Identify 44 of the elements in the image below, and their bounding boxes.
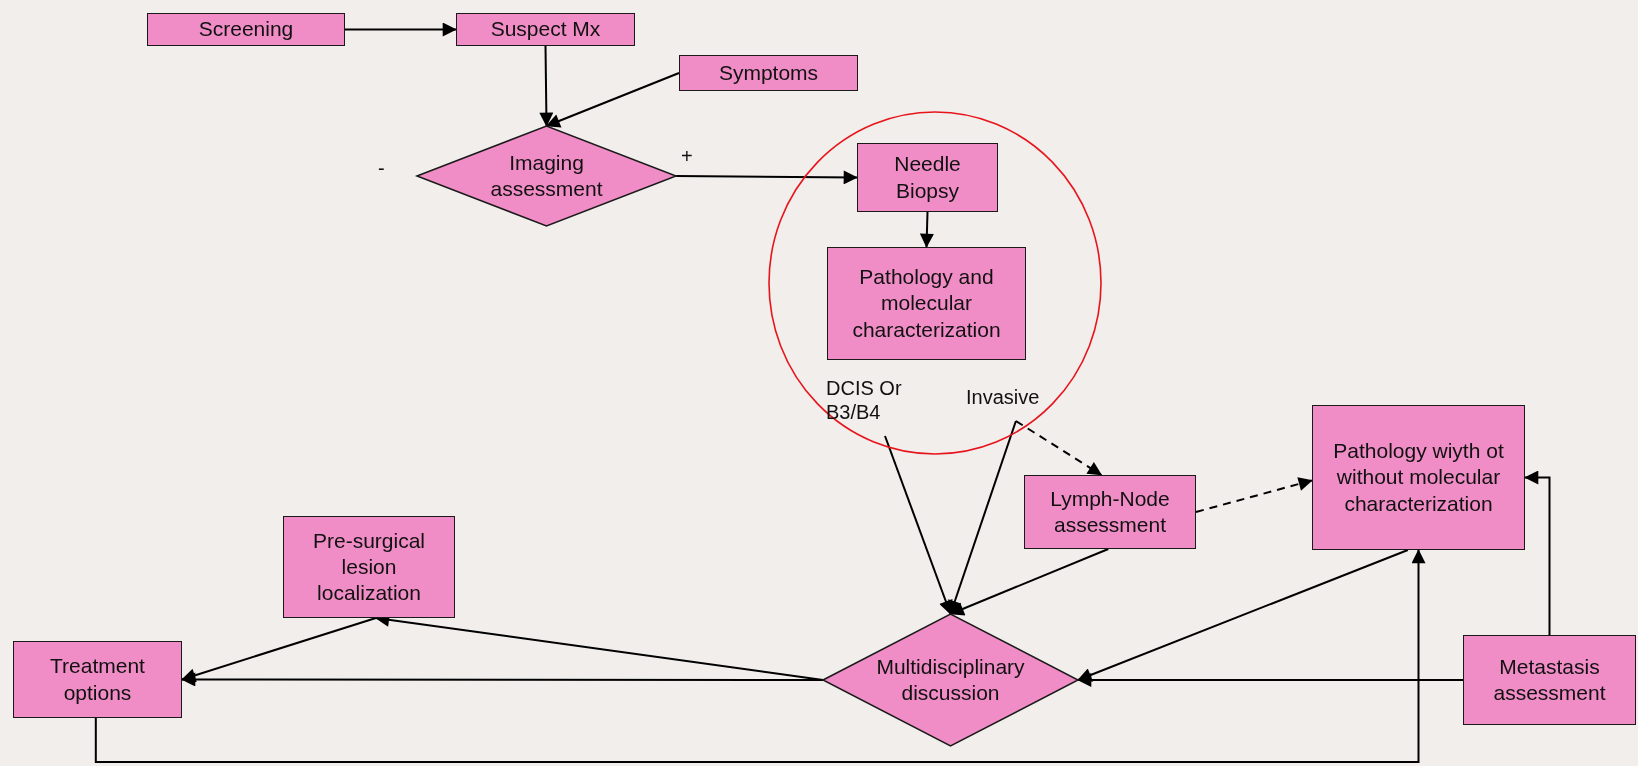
process-box: [679, 55, 858, 91]
dashed-arrow: [1014, 420, 1103, 476]
decision-diamond: [823, 614, 1078, 746]
process-box: [147, 13, 345, 46]
dashed-arrow: [1195, 477, 1313, 513]
box-label: Treatment options: [49, 653, 146, 706]
highlight-circle: [768, 111, 1102, 455]
process-box: [1463, 635, 1636, 725]
arrow: [344, 22, 457, 37]
box-label: Imaging assessment: [489, 149, 604, 202]
box-label: Metastasis assessment: [1492, 653, 1607, 706]
box-label: Symptoms: [718, 59, 819, 86]
decision-diamond: [417, 126, 676, 226]
branch-label: DCIS Or B3/B4: [826, 376, 926, 426]
arrow: [1524, 470, 1551, 636]
arrow: [181, 672, 824, 687]
arrow: [181, 617, 377, 683]
process-box: [456, 13, 635, 46]
arrow: [539, 45, 554, 127]
branch-sign: -: [378, 158, 385, 178]
box-label: Lymph-Node assessment: [1049, 485, 1171, 538]
arrow: [545, 72, 680, 128]
box-label: Pre-surgical lesion localization: [311, 527, 426, 607]
box-label: Screening: [198, 16, 294, 43]
arrow: [1077, 549, 1409, 682]
box-label: Pathology wiyth ot without molecular characterization: [1332, 438, 1505, 517]
branch-label: Invasive: [966, 385, 1062, 415]
process-box: [857, 143, 998, 212]
process-box: [1024, 475, 1196, 549]
arrow: [919, 211, 934, 248]
process-box: [283, 516, 455, 618]
box-label: Pathology and molecular characterization: [851, 264, 1002, 343]
arrow: [884, 435, 953, 615]
arrow: [1077, 673, 1464, 687]
box-label: Multidisciplinary discussion: [875, 653, 1026, 706]
arrow: [948, 420, 1017, 615]
process-box: [1312, 405, 1525, 550]
process-box: [827, 247, 1026, 360]
box-label: Needle Biopsy: [893, 151, 962, 204]
process-box: [13, 641, 182, 718]
arrow: [675, 170, 858, 185]
box-label: Suspect Mx: [490, 16, 601, 43]
arrow: [94, 549, 1426, 763]
arrow: [949, 548, 1110, 616]
